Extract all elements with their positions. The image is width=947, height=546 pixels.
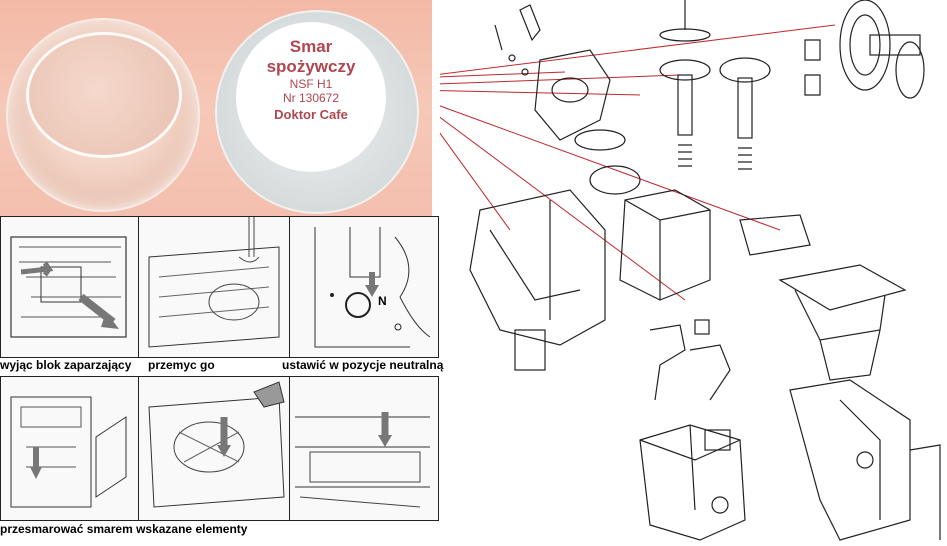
label-line-1: Smar <box>289 37 333 56</box>
rinse-drawing <box>148 217 280 348</box>
label-line-5: Doktor Cafe <box>274 107 348 122</box>
label-line-4: Nr 130672 <box>282 91 340 105</box>
lubricate-drawing-a <box>10 396 127 508</box>
lubricate-drawing-b <box>148 381 285 508</box>
step4c-illustration <box>289 376 439 521</box>
step4a-illustration <box>0 376 139 521</box>
open-grease-jar <box>6 18 200 212</box>
step1-caption: wyjąc blok zaparzający <box>0 358 132 372</box>
grease-jars-photo: Smar spożywczy NSF H1 Nr 130672 Doktor C… <box>0 0 432 216</box>
pointer-lines <box>440 24 836 301</box>
exploded-parts <box>469 0 941 541</box>
neutral-position-drawing <box>314 227 431 348</box>
step2-illustration <box>138 216 290 358</box>
lubricate-drawing-c <box>295 412 430 508</box>
step4b-illustration <box>138 376 290 521</box>
label-line-2: spożywczy <box>266 57 356 76</box>
brew-unit-removal-drawing <box>10 236 127 338</box>
step4-caption: przesmarować smarem wskazane elementy <box>0 522 248 536</box>
neutral-marker: N <box>378 294 387 308</box>
step3-illustration: N <box>289 216 439 358</box>
brew-unit-exploded-diagram <box>440 0 941 541</box>
instruction-steps: wyjąc blok zaparzający przemyc go N usta… <box>0 216 444 546</box>
step3-caption: ustawić w pozycje neutralną <box>282 358 444 372</box>
step1-illustration <box>0 216 139 358</box>
step2-caption: przemyc go <box>148 358 215 372</box>
label-line-3: NSF H1 <box>289 77 333 91</box>
jar-lid-label: Smar spożywczy NSF H1 Nr 130672 Doktor C… <box>236 22 386 172</box>
jar-rim <box>26 32 182 158</box>
